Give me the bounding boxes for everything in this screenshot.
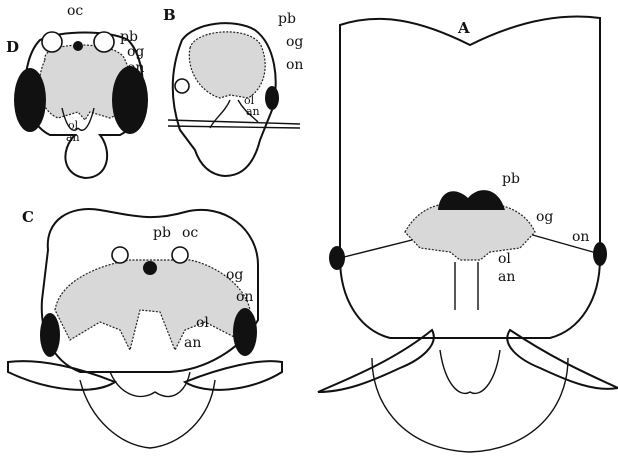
panel-c-left-eye bbox=[40, 313, 60, 357]
panel-c-drawing bbox=[8, 209, 282, 448]
panel-c-clypeus bbox=[110, 372, 190, 396]
panel-c-label-og: og bbox=[226, 268, 243, 282]
panel-a-right-eye bbox=[593, 242, 607, 266]
panel-a-label-ol: ol bbox=[498, 252, 511, 266]
panel-a-left-eye bbox=[329, 246, 345, 270]
panel-b-letter: B bbox=[163, 8, 176, 23]
panel-d-letter: D bbox=[6, 40, 19, 55]
panel-b-label-og: og bbox=[286, 35, 303, 49]
panel-d-label-an: an bbox=[66, 132, 80, 143]
panel-a-optic-nerve-left bbox=[340, 238, 420, 258]
panel-a-label-og: og bbox=[536, 210, 553, 224]
panel-a-head-capsule bbox=[340, 17, 600, 338]
panel-c-ocellus-center bbox=[143, 261, 157, 275]
panel-a-brain bbox=[405, 203, 535, 260]
panel-c-ocellus-right bbox=[172, 247, 188, 263]
panel-b-brain bbox=[189, 32, 265, 98]
panel-a-letter: A bbox=[458, 21, 470, 36]
panel-d-label-on: on bbox=[127, 61, 144, 75]
panel-c-label-on: on bbox=[236, 290, 253, 304]
panel-a-label-an: an bbox=[498, 270, 515, 284]
panel-a-stalk bbox=[455, 262, 478, 310]
panel-c-letter: C bbox=[22, 210, 34, 225]
panel-c-right-eye bbox=[233, 308, 257, 356]
panel-a-label-on: on bbox=[572, 230, 589, 244]
panel-a-label-pb: pb bbox=[502, 172, 520, 186]
panel-c-mandibles bbox=[8, 361, 282, 390]
panel-b-drawing bbox=[168, 23, 300, 176]
panel-b-left-eye bbox=[175, 79, 189, 93]
panel-c-label-oc: oc bbox=[182, 226, 198, 240]
panel-b-mandibles bbox=[168, 120, 300, 128]
panel-a-mandibles bbox=[318, 330, 618, 392]
panel-c-label-ol: ol bbox=[196, 316, 209, 330]
panel-d-ocellus-left bbox=[42, 32, 62, 52]
panel-c-label-pb: pb bbox=[153, 226, 171, 240]
panel-b-label-pb: pb bbox=[278, 12, 296, 26]
panel-d-label-ol: ol bbox=[68, 120, 78, 131]
panel-b-label-on: on bbox=[286, 58, 303, 72]
panel-d-label-oc: oc bbox=[67, 4, 83, 18]
panel-b-label-an: an bbox=[246, 106, 260, 117]
panel-d-label-og: og bbox=[127, 45, 144, 59]
panel-b-right-eye bbox=[265, 86, 279, 110]
panel-c-label-an: an bbox=[184, 336, 201, 350]
panel-d-left-eye bbox=[14, 68, 46, 132]
panel-d-ocellus-center bbox=[73, 41, 83, 51]
panel-a-labrum bbox=[372, 358, 568, 452]
panel-a-protocerebral-bridge bbox=[438, 190, 505, 210]
panel-c-ocellus-left bbox=[112, 247, 128, 263]
panel-d-ocellus-right bbox=[94, 32, 114, 52]
panel-c-labrum bbox=[80, 380, 215, 448]
panel-d-label-pb: pb bbox=[120, 30, 138, 44]
panel-a-clypeus bbox=[440, 350, 500, 393]
panel-d-right-eye bbox=[112, 66, 148, 134]
